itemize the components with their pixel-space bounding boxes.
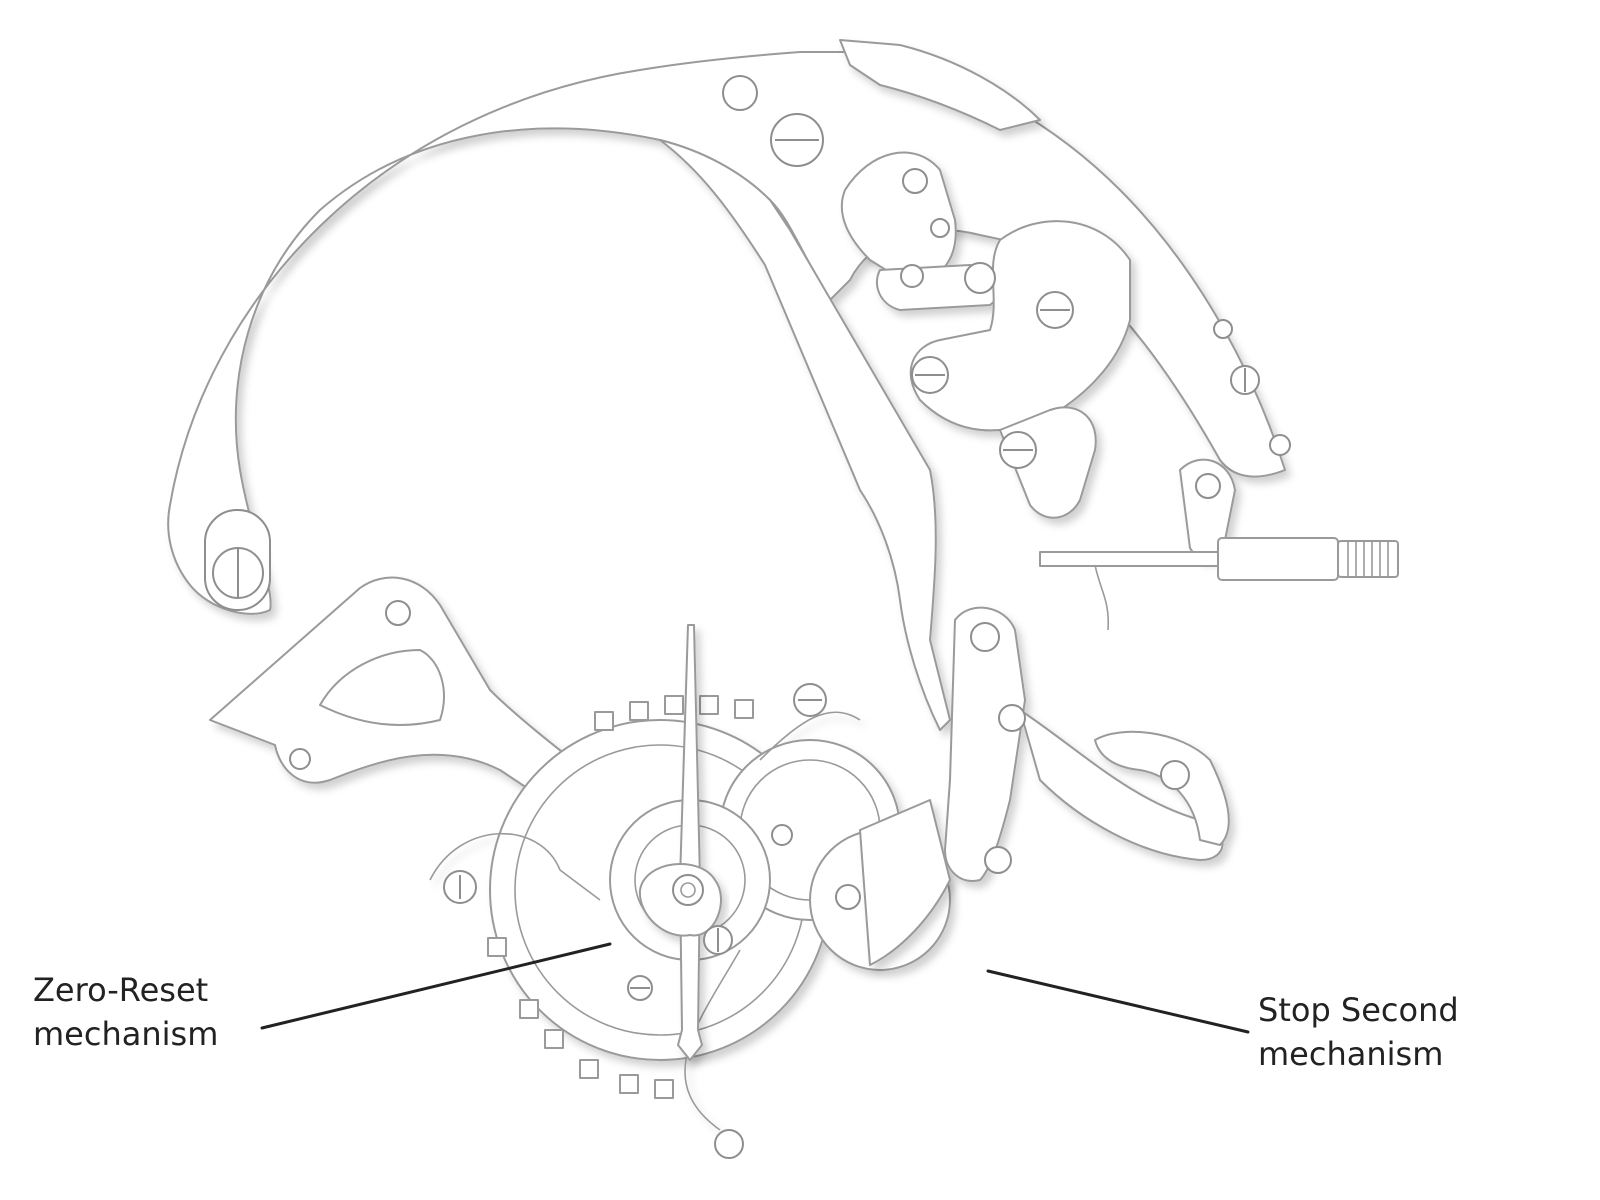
screw	[911, 356, 949, 394]
stop-second-leader	[986, 969, 1250, 1034]
screw	[1230, 365, 1260, 395]
zero-reset-label: Zero-Reset mechanism	[33, 968, 218, 1056]
seconds-hand	[638, 624, 722, 1061]
screws	[443, 113, 1260, 1001]
screw	[627, 975, 653, 1001]
jewels	[289, 75, 1291, 1159]
zero-reset-leader	[260, 942, 612, 1030]
screw	[1036, 291, 1074, 329]
stop-second-label: Stop Second mechanism	[1258, 988, 1459, 1076]
stop-second-label-line2: mechanism	[1258, 1035, 1444, 1073]
screw	[793, 683, 827, 717]
screw	[999, 431, 1037, 469]
screw	[703, 925, 733, 955]
screw	[770, 113, 824, 167]
ratchet-teeth	[487, 695, 754, 1099]
screw	[443, 870, 477, 904]
stop-lever	[859, 606, 1230, 966]
stop-second-label-line1: Stop Second	[1258, 991, 1459, 1029]
zero-reset-label-line1: Zero-Reset	[33, 971, 209, 1009]
zero-reset-label-line2: mechanism	[33, 1015, 219, 1053]
crown-stem	[1039, 537, 1399, 631]
upper-lever-assembly	[839, 39, 1236, 560]
bridge-foot-slot	[204, 509, 271, 611]
